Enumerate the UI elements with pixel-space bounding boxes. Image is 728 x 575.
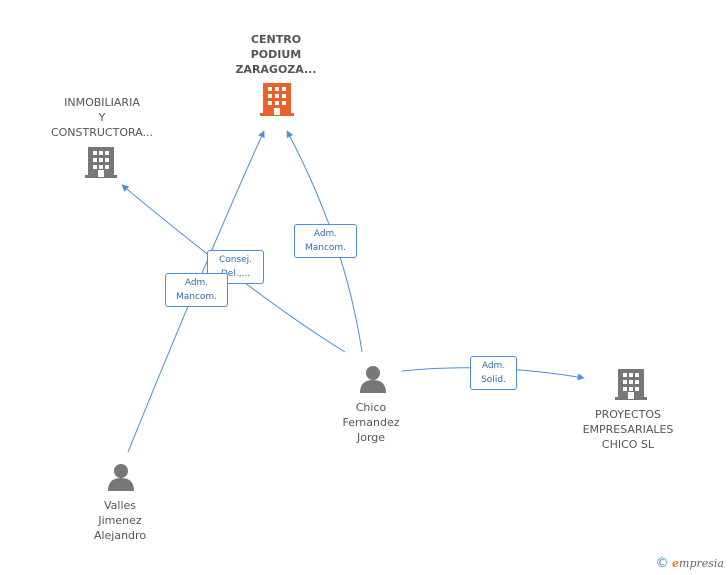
building-icon[interactable] [260, 83, 294, 116]
edge-label-adm-solid[interactable]: Adm. Solid. [470, 356, 517, 390]
node-label-chico[interactable]: Chico Fernandez Jorge [342, 401, 400, 444]
edge-label-adm-mancom-valles[interactable]: Adm. Mancom. [165, 273, 228, 307]
node-label-inmobiliaria[interactable]: INMOBILIARIA Y CONSTRUCTORA... [50, 96, 154, 139]
brand-logo[interactable]: empresia [672, 557, 724, 570]
edge-valles-centro [127, 130, 265, 453]
brand-footer: © empresia [656, 556, 724, 571]
building-icon[interactable] [615, 369, 647, 400]
edge-chico-inmobiliaria [121, 184, 346, 353]
node-label-proyectos[interactable]: PROYECTOS EMPRESARIALES CHICO SL [582, 408, 674, 451]
person-icon[interactable] [360, 366, 386, 393]
copyright-icon: © [655, 556, 669, 571]
building-icon[interactable] [85, 147, 117, 178]
node-label-centro[interactable]: CENTRO PODIUM ZARAGOZA... [235, 33, 317, 76]
person-icon[interactable] [108, 464, 134, 491]
node-label-valles[interactable]: Valles Jimenez Alejandro [93, 499, 147, 542]
edge-label-adm-mancom-chico[interactable]: Adm. Mancom. [294, 224, 357, 258]
